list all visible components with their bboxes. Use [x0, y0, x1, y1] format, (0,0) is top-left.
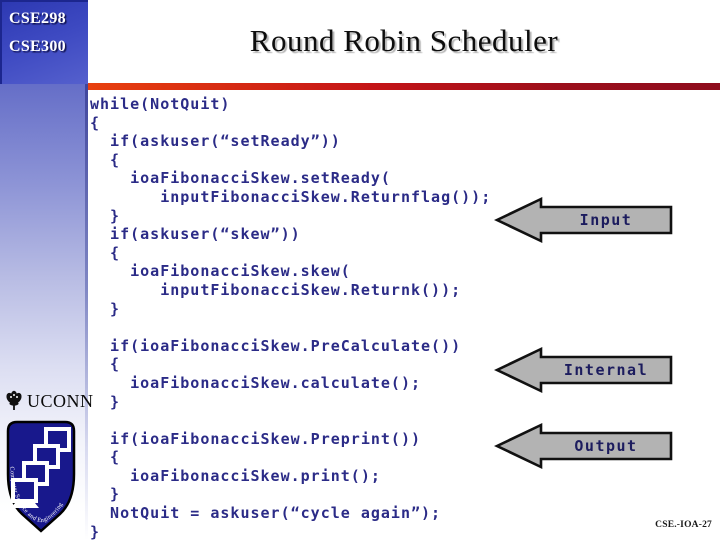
page-title: Round Robin Scheduler: [249, 23, 559, 58]
left-arrow-icon: [494, 422, 673, 470]
left-arrow-icon: [494, 346, 673, 394]
left-arrow-icon: [494, 196, 673, 244]
cse-shield-icon: Computer Science and Engineering: [6, 420, 76, 533]
arrow-internal: Internal: [494, 346, 674, 394]
slide-number: CSE.-IOA-27: [655, 520, 712, 530]
course-label-cse298: CSE298: [9, 10, 66, 27]
arrow-input-label: Input: [579, 211, 633, 229]
code-block: while(NotQuit) { if(askuser(“setReady”))…: [90, 95, 492, 540]
uconn-oak-leaf-icon: [6, 390, 22, 410]
uconn-wordmark: UCONN: [27, 391, 94, 411]
course-label-box: CSE298 CSE300: [0, 0, 88, 84]
sidebar-edge-line: [85, 83, 88, 540]
arrow-internal-label: Internal: [563, 361, 649, 379]
accent-divider-bar: [88, 83, 720, 90]
course-label-cse300: CSE300: [9, 38, 66, 55]
uconn-logo: UCONN: [4, 389, 93, 413]
arrow-output-label: Output: [574, 437, 638, 455]
arrow-output: Output: [494, 422, 674, 470]
arrow-input: Input: [494, 196, 674, 244]
